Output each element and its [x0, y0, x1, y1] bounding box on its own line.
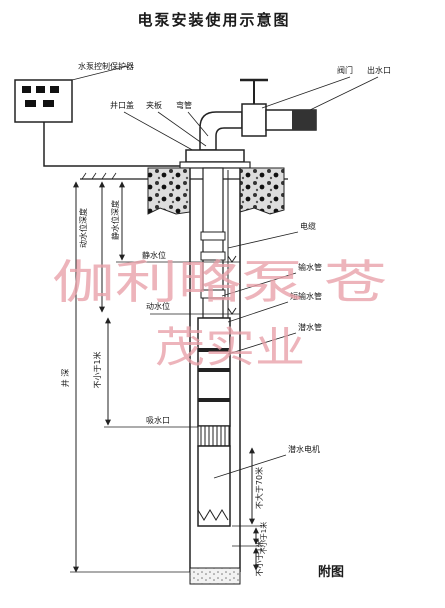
label-valve: 阀门 — [337, 65, 353, 75]
leader-clamp — [157, 111, 207, 147]
leader-outlet — [309, 76, 379, 111]
label-static-level: 静水位 — [142, 250, 166, 260]
leader-valve — [261, 76, 351, 109]
label-motor: 潜水电机 — [288, 444, 320, 454]
label-control-box: 水泵控制保护器 — [78, 61, 134, 71]
label-dyn-depth: 动水位深度 — [78, 208, 88, 248]
label-cable: 电缆 — [300, 221, 316, 231]
label-elbow: 弯管 — [176, 100, 192, 110]
leader-control-box — [71, 65, 129, 81]
label-clamp: 夹板 — [146, 100, 162, 110]
label-short-pipe: 短输水管 — [290, 291, 322, 301]
label-min-1m-b: 不小于1米 — [259, 522, 268, 554]
label-dynamic-level: 动水位 — [146, 301, 170, 311]
figure-caption: 附图 — [318, 564, 344, 580]
label-submersible-pipe: 潜水管 — [298, 322, 322, 332]
label-outlet-pipe: 输水管 — [298, 262, 322, 272]
leader-elbow — [187, 111, 209, 137]
well-cover — [179, 149, 251, 169]
pump-body — [197, 317, 231, 447]
label-well-depth: 井 深 — [60, 369, 70, 388]
leader-short-pipe — [227, 301, 289, 323]
valve — [240, 78, 268, 137]
leader-well-cover — [123, 111, 197, 153]
diagram-title: 电泵安装使用示意图 — [137, 11, 290, 29]
label-max-70m: 不大于70米 — [254, 467, 264, 509]
label-min-1m-a: 不小于1米 — [92, 351, 102, 388]
water-level-marks — [104, 255, 262, 547]
label-outlet: 出水口 — [367, 65, 391, 75]
dimension-lines — [70, 181, 259, 573]
leader-cable — [227, 231, 299, 249]
watermark-line-1: 伽利略泵 苍 — [52, 255, 387, 309]
leader-outlet-pipe — [221, 272, 297, 297]
control-box — [14, 79, 73, 123]
outlet-pipe — [265, 109, 317, 131]
control-cable — [43, 122, 188, 167]
well-bottom — [189, 567, 241, 585]
label-static-depth: 静水位深度 — [110, 200, 120, 240]
label-min-1m-c: 不小于1米 — [254, 539, 264, 576]
elbow-pipe — [199, 111, 243, 151]
label-intake: 吸水口 — [146, 415, 170, 425]
ground-surface — [80, 167, 288, 215]
leader-submersible-pipe — [227, 332, 297, 355]
well-casing — [189, 168, 241, 572]
label-well-cover: 井口盖 — [110, 100, 134, 110]
leader-motor — [213, 454, 287, 479]
watermark-line-2: 茂实业 — [155, 323, 305, 372]
submersible-motor — [197, 445, 231, 527]
